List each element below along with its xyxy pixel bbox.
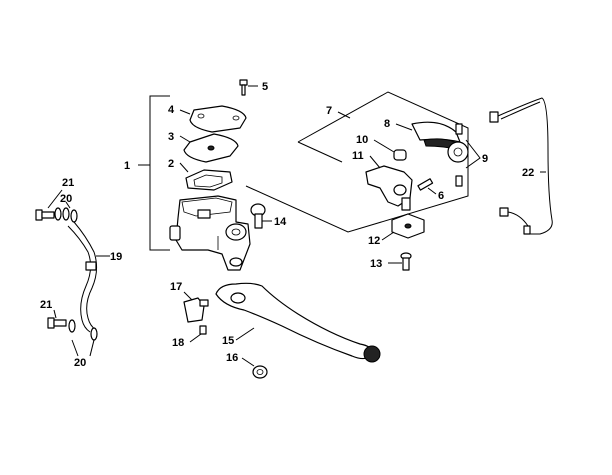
callout-11: 11 <box>352 150 364 162</box>
part-screw-5 <box>239 79 258 96</box>
part-pivot-bolt-14 <box>250 203 272 229</box>
part-diaphragm-plate-3 <box>179 133 239 163</box>
callout-21-lower: 21 <box>40 299 52 311</box>
part-diaphragm-2 <box>179 162 233 191</box>
part-clamp-hardware-9 <box>447 123 481 187</box>
callout-3: 3 <box>168 131 174 143</box>
callout-8: 8 <box>384 118 390 130</box>
part-master-cylinder-body <box>169 195 251 271</box>
callout-7: 7 <box>326 105 332 117</box>
part-bolt-13 <box>388 252 412 271</box>
callout-22: 22 <box>522 167 534 179</box>
part-clamp-body-11 <box>365 155 413 211</box>
part-brake-hose-19 <box>67 221 110 333</box>
callout-1: 1 <box>124 160 130 172</box>
part-brake-lever-15 <box>215 282 381 363</box>
callout-2: 2 <box>168 158 174 170</box>
assembly-bracket-1 <box>138 95 170 251</box>
part-washer-20-lower <box>68 319 98 357</box>
callout-16: 16 <box>226 352 238 364</box>
part-reservoir-cap-4 <box>179 105 247 133</box>
part-sleeve-10 <box>373 139 407 161</box>
callout-5: 5 <box>262 81 268 93</box>
callout-13: 13 <box>370 258 382 270</box>
callout-20-upper: 20 <box>60 193 72 205</box>
callout-10: 10 <box>356 134 368 146</box>
callout-4: 4 <box>168 104 175 116</box>
part-bushing-16 <box>241 357 268 379</box>
part-brake-switch-17 <box>183 291 209 323</box>
callout-17: 17 <box>170 281 182 293</box>
callout-14: 14 <box>274 216 287 228</box>
part-banjo-bolt-21-lower <box>47 309 67 329</box>
part-clamp-cap-12 <box>381 213 425 241</box>
part-washer-20-upper <box>54 201 78 223</box>
assembly-bracket-7 <box>245 91 469 233</box>
callout-12: 12 <box>368 235 380 247</box>
part-screw-18 <box>189 325 207 343</box>
part-wire-harness-22 <box>489 97 553 235</box>
callout-9: 9 <box>482 153 488 165</box>
callout-18: 18 <box>172 337 184 349</box>
part-banjo-bolt-21-upper <box>35 189 63 221</box>
callout-6: 6 <box>438 190 444 202</box>
callout-21-upper: 21 <box>62 177 74 189</box>
callout-20-lower: 20 <box>74 357 86 369</box>
part-screw-6 <box>417 178 437 195</box>
callout-19: 19 <box>110 251 122 263</box>
callout-15: 15 <box>222 335 234 347</box>
